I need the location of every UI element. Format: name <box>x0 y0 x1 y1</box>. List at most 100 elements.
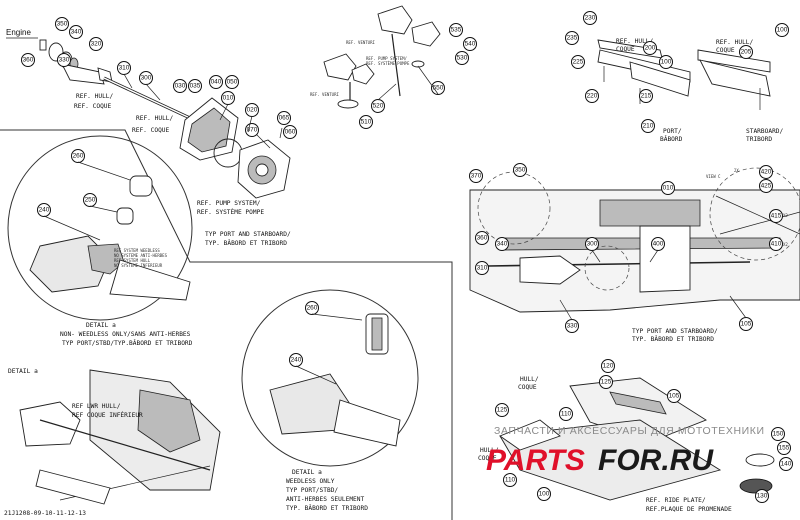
ref-coque-port: COQUE <box>616 46 635 53</box>
svg-text:400: 400 <box>653 241 664 248</box>
ref-coque-stbd: COQUE <box>716 47 735 54</box>
svg-text:150: 150 <box>773 431 784 438</box>
svg-text:050: 050 <box>227 79 238 86</box>
svg-text:105: 105 <box>669 393 680 400</box>
callout-030: 030 <box>173 79 187 93</box>
hull-coque-1: HULL/ <box>520 376 539 383</box>
callout-350-b: 350 <box>513 163 527 177</box>
svg-text:030: 030 <box>175 83 186 90</box>
svg-text:330: 330 <box>59 57 70 64</box>
svg-text:370: 370 <box>471 173 482 180</box>
svg-text:360: 360 <box>477 235 488 242</box>
leader-lines <box>43 65 747 385</box>
svg-text:155: 155 <box>779 445 790 452</box>
svg-text:120: 120 <box>603 363 614 370</box>
svg-text:100: 100 <box>661 59 672 66</box>
callout-235: 235 <box>565 31 579 45</box>
venturi-group: REF. VENTURI REF. PUMP SYSTEM/ REF. SYST… <box>310 5 441 109</box>
detail-circle-view-c <box>709 167 800 261</box>
watermark-logo-right: FOR.RU <box>598 444 714 477</box>
svg-text:260: 260 <box>307 305 318 312</box>
callout-205: 205 <box>739 45 753 59</box>
svg-text:250: 250 <box>85 197 96 204</box>
svg-text:550: 550 <box>433 85 444 92</box>
svg-text:065: 065 <box>279 115 290 122</box>
callout-510: 510 <box>359 115 373 129</box>
svg-text:225: 225 <box>573 59 584 66</box>
watermark-text: ЗАПЧАСТИ И АКСЕССУАРЫ ДЛЯ МОТОТЕХНИКИ <box>494 425 765 437</box>
callout-520: 520 <box>371 99 385 113</box>
callout-100-ref: 100 <box>659 55 673 69</box>
svg-text:130: 130 <box>757 493 768 500</box>
callout-050: 050 <box>225 75 239 89</box>
port-label-1: PORT/ <box>663 128 682 135</box>
callout-210: 210 <box>641 119 655 133</box>
callout-310: 310 <box>117 61 131 75</box>
callout-010-b: 010 <box>661 181 675 195</box>
left-detail-group: REF SYSTEM WEEDLESS NO SYSTEME ANTI-HERB… <box>7 135 193 347</box>
typ-babord-tribord-label: TYP. BÂBORD ET TRIBORD <box>205 238 287 247</box>
callout-550: 550 <box>431 81 445 95</box>
svg-text:125: 125 <box>497 407 508 414</box>
callout-100-c: 100 <box>537 487 551 501</box>
callout-125-b: 125 <box>495 403 509 417</box>
svg-text:125: 125 <box>601 379 612 386</box>
svg-text:415: 415 <box>771 213 782 220</box>
svg-text:070: 070 <box>247 127 258 134</box>
callout-225: 225 <box>571 55 585 69</box>
callout-530: 530 <box>455 51 469 65</box>
lower-left-assembly: DETAIL a REF LWR HULL/ REF COQUE INFÉRIE… <box>8 368 221 505</box>
non-weedless-1: NON- WEEDLESS ONLY/SANS ANTI-HERBES <box>60 331 191 338</box>
ref-coque-label-1: REF. COQUE <box>132 127 170 134</box>
non-weedless-2: TYP PORT/STBD/TYP.BÂBORD ET TRIBORD <box>62 338 193 347</box>
callout-070: 070 <box>245 123 259 137</box>
callout-300: 300 <box>139 71 153 85</box>
x2-410-label: X2 <box>783 242 788 247</box>
callout-120: 120 <box>601 359 615 373</box>
callout-540: 540 <box>463 37 477 51</box>
svg-text:360: 360 <box>23 57 34 64</box>
svg-text:110: 110 <box>505 477 516 484</box>
detail-a-2: DETAIL a <box>292 469 322 476</box>
svg-text:320: 320 <box>91 41 102 48</box>
svg-text:520: 520 <box>373 103 384 110</box>
callout-425: 425 <box>759 179 773 193</box>
svg-text:210: 210 <box>643 123 654 130</box>
callout-140: 140 <box>779 457 793 471</box>
svg-text:200: 200 <box>645 45 656 52</box>
ref-hull-stbd: REF. HULL/ <box>716 39 754 46</box>
svg-text:535: 535 <box>451 27 462 34</box>
svg-text:035: 035 <box>190 83 201 90</box>
ref-pump-label-1: REF. PUMP SYSTEM/ <box>197 200 261 207</box>
detail-circle-weedless <box>241 289 419 467</box>
callout-350: 350 <box>55 17 69 31</box>
callout-230: 230 <box>583 11 597 25</box>
small-note-1: REF SYSTEM WEEDLESS <box>114 248 160 253</box>
callout-340-b: 340 <box>495 237 509 251</box>
svg-text:100: 100 <box>539 491 550 498</box>
svg-text:300: 300 <box>141 75 152 82</box>
svg-text:310: 310 <box>119 65 130 72</box>
svg-text:410: 410 <box>771 241 782 248</box>
view-c-label: VIEW C <box>706 174 721 179</box>
callout-060: 060 <box>283 125 297 139</box>
small-note-3: REF SYSTEM HULL <box>114 258 151 263</box>
hull-coque-2: COQUE <box>518 384 537 391</box>
starboard-label-2: TRIBORD <box>746 136 772 143</box>
svg-text:260: 260 <box>73 153 84 160</box>
weedless-detail-group: DETAIL a WEEDLESS ONLY TYP PORT/STBD/ AN… <box>241 289 419 512</box>
callout-020: 020 <box>245 103 259 117</box>
callout-260: 260 <box>71 149 85 163</box>
ref-pump-label-2: REF. SYSTÈME POMPE <box>197 207 264 216</box>
callout-260-b: 260 <box>305 301 319 315</box>
callout-400: 400 <box>651 237 665 251</box>
svg-text:140: 140 <box>781 461 792 468</box>
engine-label: Engine <box>6 28 31 37</box>
x2-420-label: 2X <box>734 168 739 173</box>
svg-text:420: 420 <box>761 169 772 176</box>
bracket-starboard-group: REF. HULL/ COQUE STARBOARD/ TRIBORD <box>697 39 784 143</box>
ref-ride-1: REF. RIDE PLATE/ <box>646 497 706 504</box>
pump-housing-group: REF. PUMP SYSTEM/ REF. SYSTÈME POMPE TYP… <box>179 97 291 247</box>
callout-360-b: 360 <box>475 231 489 245</box>
